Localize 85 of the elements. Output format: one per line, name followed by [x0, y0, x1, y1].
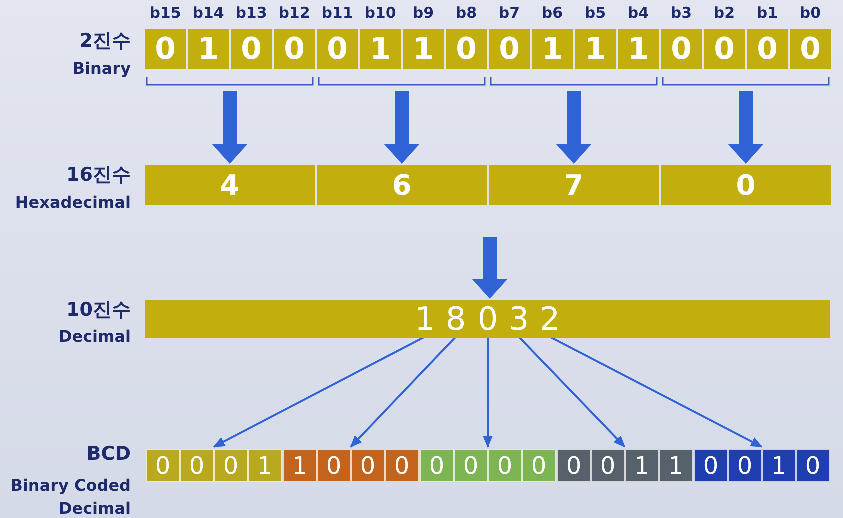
row-label: Binary Coded Decimal	[10, 475, 131, 518]
bit-label: b12	[278, 4, 312, 22]
row-label: Decimal	[58, 327, 131, 346]
bcd-bit-cell: 0	[317, 449, 351, 482]
row-label: BCD	[86, 443, 131, 465]
hex-cell: 7	[489, 165, 659, 205]
bcd-bit-cell: 0	[180, 449, 214, 482]
bit-label: b1	[756, 4, 780, 22]
bit-label: b10	[364, 4, 398, 22]
bit-label: b0	[798, 4, 822, 22]
hex-cell: 4	[145, 165, 315, 205]
bcd-bit-cell: 0	[420, 449, 454, 482]
bcd-bit-cell: 0	[694, 449, 728, 482]
bit-label: b6	[540, 4, 564, 22]
bcd-bit-cell: 1	[283, 449, 317, 482]
bit-cell: 0	[274, 29, 315, 69]
row-label: 16진수	[66, 163, 131, 188]
bit-label: b7	[498, 4, 522, 22]
bit-label: b4	[626, 4, 650, 22]
arrow	[518, 336, 626, 448]
bit-cell: 0	[790, 29, 831, 69]
bcd-bit-cell: 0	[488, 449, 522, 482]
decimal-bar	[145, 300, 830, 338]
block-arrow	[212, 91, 248, 164]
bit-cell: 1	[532, 29, 573, 69]
bit-cell: 1	[188, 29, 229, 69]
row-label: 2진수	[80, 29, 131, 54]
block-arrow	[472, 237, 508, 299]
bcd-group	[694, 449, 830, 482]
bit-cell: 0	[145, 29, 186, 69]
bit-cell: 0	[446, 29, 487, 69]
bcd-bit-cell: 1	[625, 449, 659, 482]
arrow	[350, 336, 457, 448]
bcd-group	[557, 449, 693, 482]
arrow	[213, 336, 426, 448]
decimal-digit: 0	[475, 302, 501, 336]
decimal-digit: 2	[537, 302, 563, 336]
block-arrow	[556, 91, 592, 164]
bit-label: b5	[584, 4, 608, 22]
bcd-bit-cell: 0	[146, 449, 180, 482]
bcd-bit-cell: 0	[385, 449, 419, 482]
bit-label: b13	[234, 4, 268, 22]
bcd-group	[146, 449, 282, 482]
decimal-digit: 3	[506, 302, 532, 336]
row-label: 10진수	[66, 298, 131, 323]
bit-cell: 0	[747, 29, 788, 69]
bcd-bit-cell: 0	[557, 449, 591, 482]
bit-cell: 1	[360, 29, 401, 69]
bcd-bit-cell: 1	[762, 449, 796, 482]
bcd-bit-cell: 0	[591, 449, 625, 482]
bit-cell: 1	[618, 29, 659, 69]
bit-label: b8	[454, 4, 478, 22]
bcd-bit-cell: 1	[659, 449, 693, 482]
bcd-bit-cell: 0	[728, 449, 762, 482]
bcd-group	[283, 449, 419, 482]
arrow	[483, 337, 493, 448]
bcd-bit-cell: 0	[214, 449, 248, 482]
bit-cell: 0	[317, 29, 358, 69]
bit-cell: 1	[575, 29, 616, 69]
bit-cell: 0	[704, 29, 745, 69]
row-label: Binary	[72, 59, 131, 78]
bit-cell: 0	[661, 29, 702, 69]
arrow	[550, 336, 763, 448]
bit-label: b9	[412, 4, 436, 22]
bcd-bit-cell: 0	[522, 449, 556, 482]
bit-label: b3	[670, 4, 694, 22]
hex-cell: 0	[661, 165, 831, 205]
decimal-digit: 8	[443, 302, 469, 336]
bit-label: b2	[712, 4, 736, 22]
hex-cell: 6	[317, 165, 487, 205]
bit-label: b15	[148, 4, 182, 22]
bcd-bit-cell: 0	[454, 449, 488, 482]
bit-cell: 0	[231, 29, 272, 69]
bcd-group	[420, 449, 556, 482]
bcd-bit-cell: 0	[351, 449, 385, 482]
block-arrow	[728, 91, 764, 164]
bcd-bit-cell: 0	[796, 449, 830, 482]
bcd-bit-cell: 1	[248, 449, 282, 482]
block-arrow	[384, 91, 420, 164]
row-label: Hexadecimal	[15, 193, 131, 212]
bit-label: b14	[192, 4, 226, 22]
bit-label: b11	[320, 4, 354, 22]
bit-cell: 0	[489, 29, 530, 69]
bit-cell: 1	[403, 29, 444, 69]
decimal-digit: 1	[412, 302, 438, 336]
